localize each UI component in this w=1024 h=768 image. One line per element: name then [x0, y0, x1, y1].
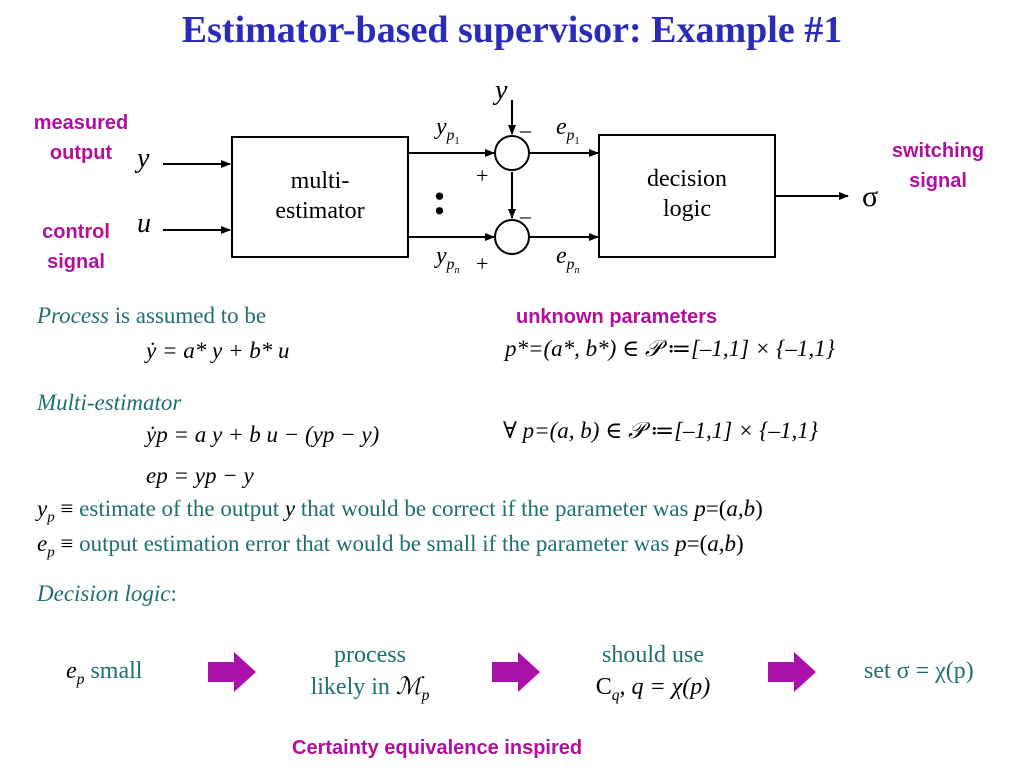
vertical-dots: :: [432, 173, 448, 224]
block-diagram: [163, 100, 849, 255]
flow-step-process-likely: process likely in ℳp: [310, 642, 430, 704]
flow-step-ep-small: ep small: [66, 658, 143, 688]
page-title: Estimator-based supervisor: Example #1: [181, 9, 843, 51]
multi-estimator-heading: Multi-estimator: [37, 390, 182, 415]
ep-definition: ep ≡ output estimation error that would …: [37, 531, 744, 561]
decision-logic-box: [598, 134, 776, 258]
top-y-symbol: y: [495, 75, 508, 106]
decision-logic-heading: Decision logic:: [37, 581, 177, 606]
ypn-label: ypn: [436, 243, 460, 276]
flow-step-set-sigma: set σ = χ(p): [864, 658, 974, 684]
yp1-label: yp1: [436, 114, 460, 147]
process-equation: ẏ = a* y + b* u: [146, 338, 290, 363]
block-arrow-icon-3: [768, 652, 816, 692]
ep1-label: ep1: [556, 114, 580, 147]
input-y-symbol: y: [137, 143, 150, 174]
control-signal-label: control signal: [42, 221, 110, 273]
multi-estimator-box: [231, 136, 409, 258]
measured-output-label: measured output: [33, 112, 129, 164]
plus-sign-top: +: [476, 163, 489, 188]
unknown-parameters-label: unknown parameters: [516, 306, 718, 328]
switching-signal-label: switching signal: [891, 140, 985, 192]
minus-sign-bottom: –: [520, 203, 531, 228]
epn-label: epn: [556, 243, 580, 276]
decision-logic-label: decision logic: [647, 166, 727, 222]
block-arrow-icon-1: [208, 652, 256, 692]
sigma-symbol: σ: [862, 180, 879, 213]
plus-sign-bottom: +: [476, 251, 489, 276]
true-parameter-set: p*=(a*, b*) ∈ 𝒫 ≔[–1,1] × {–1,1}: [505, 336, 835, 361]
multi-estimator-equation-2: ep = yp − y: [146, 463, 254, 488]
certainty-equivalence-label: Certainty equivalence inspired: [292, 737, 583, 759]
input-u-symbol: u: [137, 208, 151, 239]
estimator-parameter-set: ∀ p=(a, b) ∈ 𝒫 ≔[–1,1] × {–1,1}: [503, 418, 818, 443]
yp-definition: yp ≡ estimate of the output y that would…: [37, 496, 763, 526]
process-heading: Process is assumed to be: [37, 303, 267, 328]
multi-estimator-equation-1: ẏp = a y + b u − (yp − y): [146, 422, 380, 447]
multi-estimator-label: multi- estimator: [275, 168, 365, 224]
block-arrow-icon-2: [492, 652, 540, 692]
flow-step-should-use: should use Cq, q = χ(p): [595, 642, 711, 704]
minus-sign-top: –: [520, 117, 531, 142]
